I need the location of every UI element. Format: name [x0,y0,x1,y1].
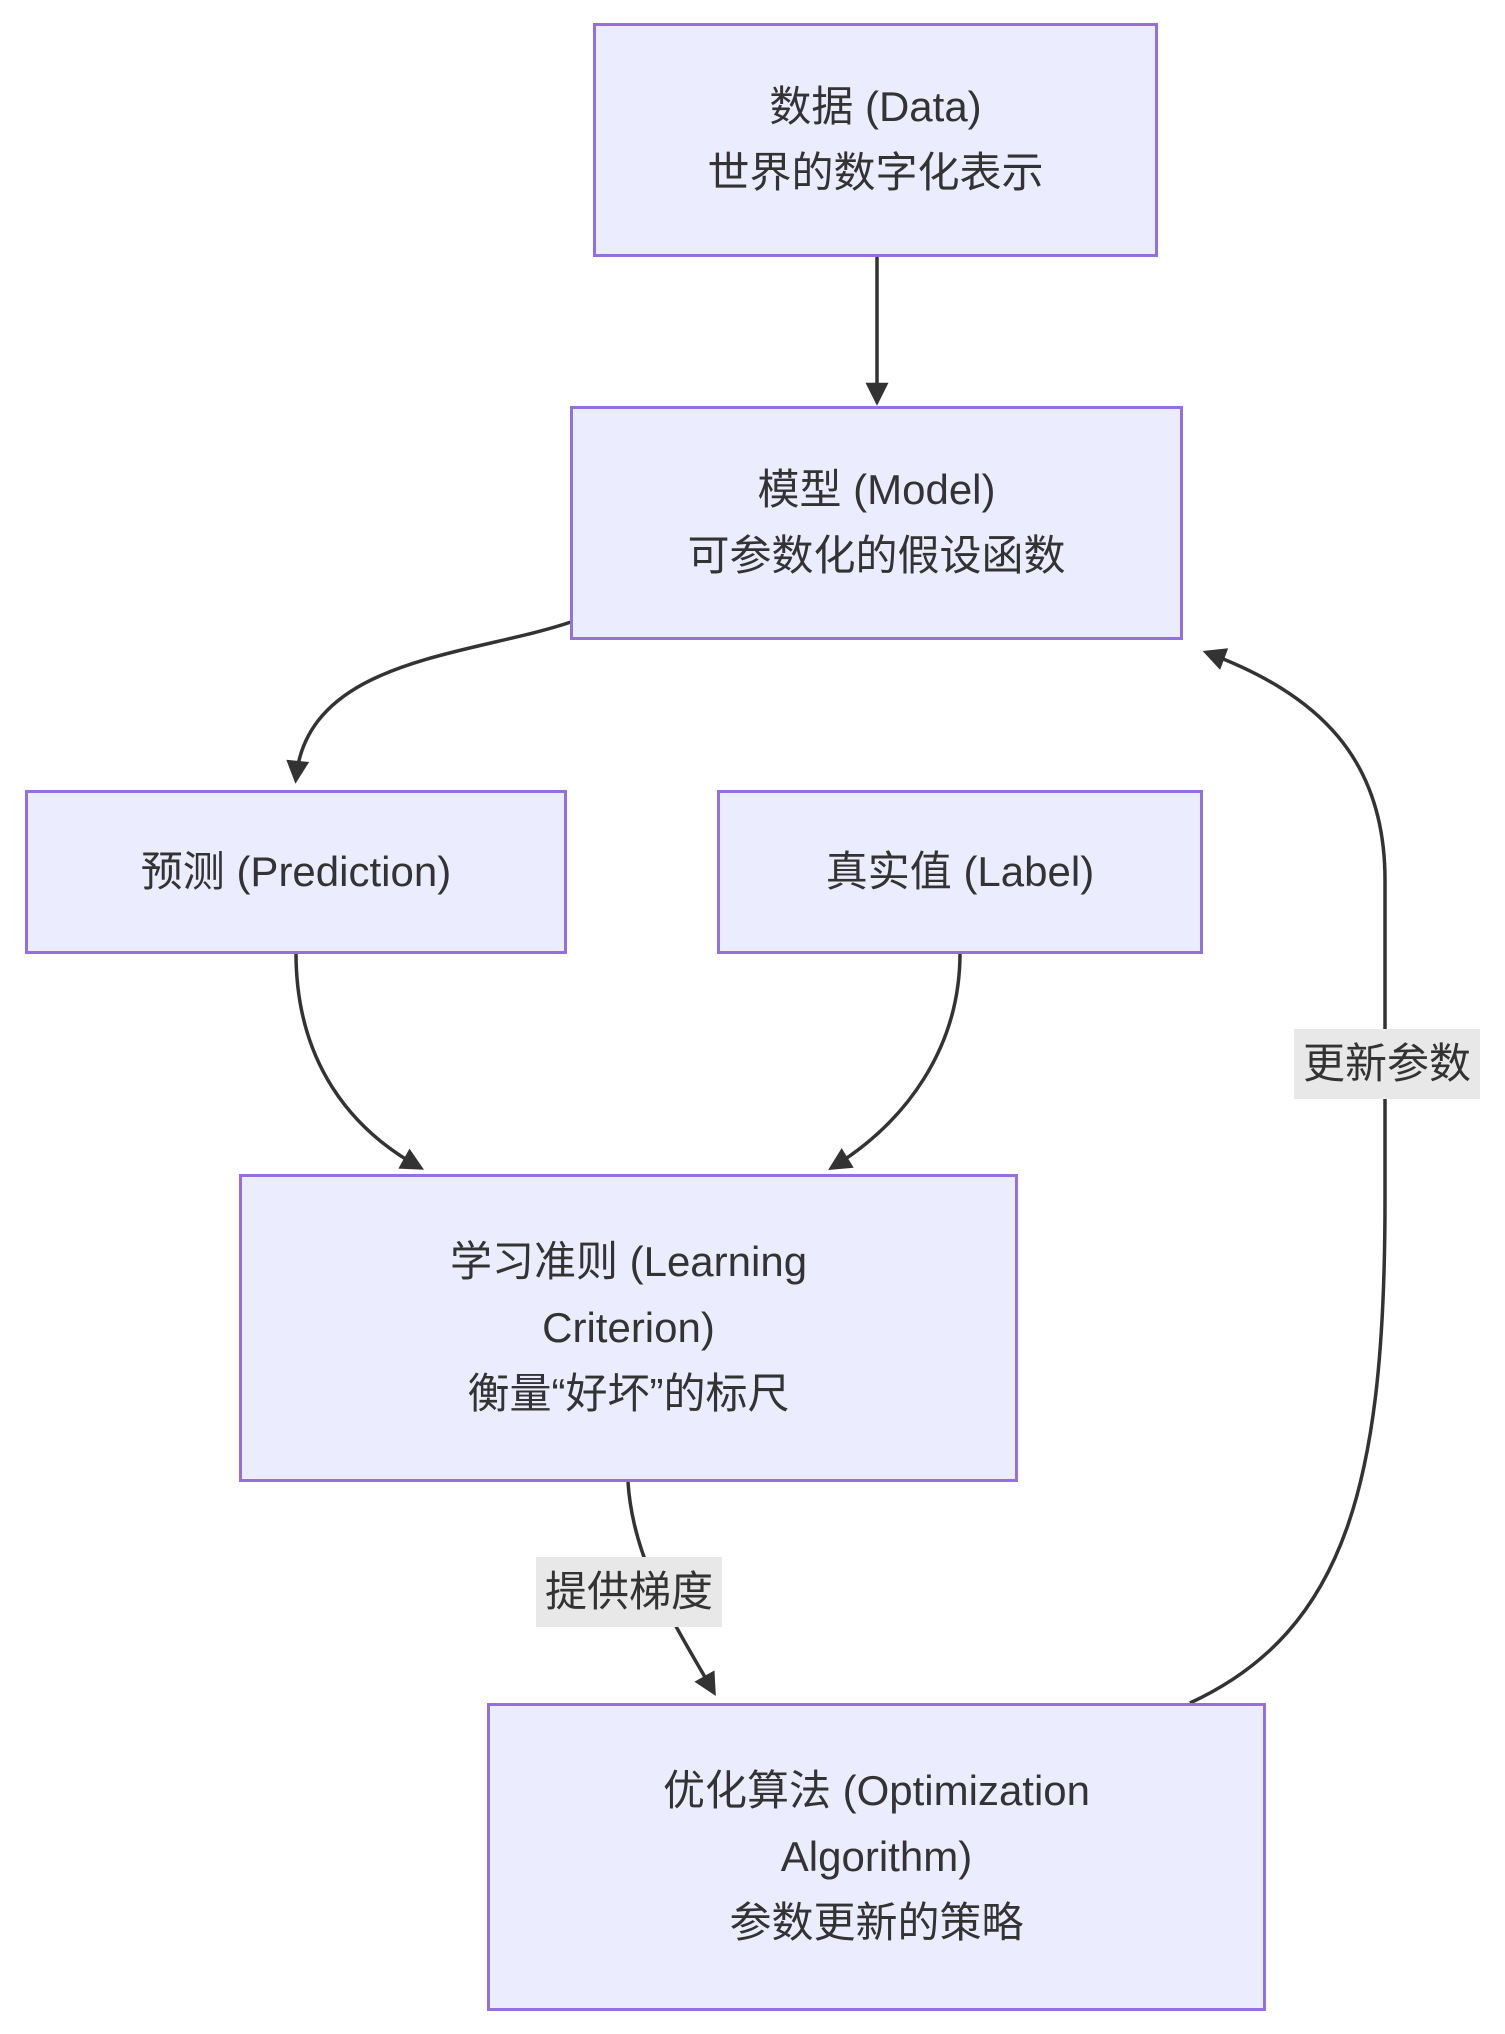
edge-label-update-params: 更新参数 [1293,1029,1481,1099]
node-data: 数据 (Data) 世界的数字化表示 [593,23,1158,257]
edge-model-to-prediction [286,620,572,784]
node-optimization-title-line2: Algorithm) [780,1833,973,1880]
node-model-subtitle: 可参数化的假设函数 [687,532,1066,579]
node-criterion-title-line1: 学习准则 (Learning [449,1238,808,1285]
edge-label-provide-gradient: 提供梯度 [535,1557,723,1627]
node-label-title: 真实值 (Label) [825,848,1095,895]
node-criterion-title-line2: Criterion) [542,1304,715,1351]
node-data-subtitle: 世界的数字化表示 [707,149,1044,196]
edge-prediction-to-criterion [294,952,425,1170]
node-optimization-subtitle: 参数更新的策略 [729,1899,1024,1946]
node-criterion: 学习准则 (Learning Criterion) 衡量“好坏”的标尺 [239,1174,1018,1482]
node-criterion-subtitle: 衡量“好坏”的标尺 [467,1370,790,1417]
node-data-title: 数据 (Data) [769,83,982,130]
node-prediction: 预测 (Prediction) [25,790,567,954]
node-model: 模型 (Model) 可参数化的假设函数 [570,406,1183,640]
node-model-title: 模型 (Model) [757,466,996,513]
edge-optimization-to-model [1189,648,1387,1705]
node-optimization-title-line1: 优化算法 (Optimization [662,1767,1091,1814]
node-prediction-title: 预测 (Prediction) [140,848,452,895]
node-optimization: 优化算法 (Optimization Algorithm) 参数更新的策略 [487,1703,1266,2011]
edge-label-to-criterion [828,952,962,1171]
node-label: 真实值 (Label) [717,790,1203,954]
